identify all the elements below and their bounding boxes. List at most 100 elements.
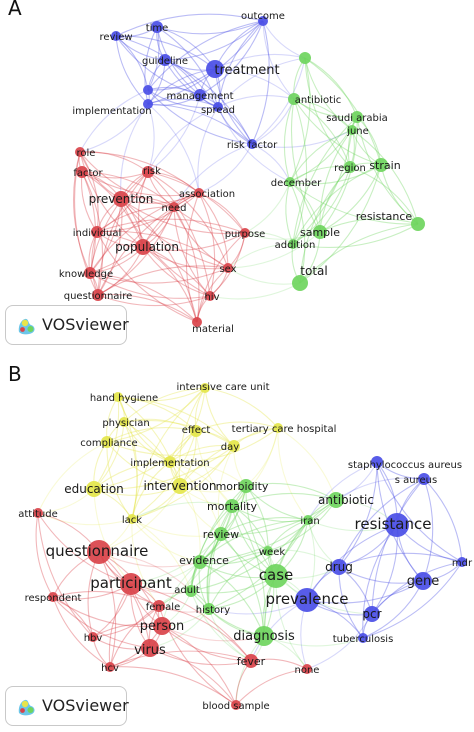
node-bubble[interactable] [385, 513, 409, 537]
node-bubble[interactable] [101, 436, 113, 448]
node-bubble[interactable] [302, 664, 312, 674]
node-bubble[interactable] [190, 425, 202, 437]
node-bubble[interactable] [214, 527, 228, 541]
node-bubble[interactable] [75, 147, 85, 157]
node-bubble[interactable] [288, 93, 300, 105]
node-bubble[interactable] [92, 289, 104, 301]
node-bubble[interactable] [76, 166, 88, 178]
node-bubble[interactable] [113, 191, 129, 207]
node-bubble[interactable] [247, 139, 257, 149]
vosviewer-badge[interactable]: VOSviewer [5, 305, 129, 345]
node-bubble[interactable] [285, 177, 295, 187]
node-bubble[interactable] [295, 588, 319, 612]
node-bubble[interactable] [141, 639, 159, 657]
node-bubble[interactable] [347, 125, 357, 135]
node-bubble[interactable] [120, 573, 142, 595]
edge-link [319, 129, 353, 233]
node-bubble[interactable] [111, 31, 121, 41]
edge-link [131, 445, 235, 520]
node-bubble[interactable] [457, 557, 467, 567]
node-bubble[interactable] [169, 202, 179, 212]
node-bubble[interactable] [411, 217, 425, 231]
node-bubble[interactable] [240, 228, 250, 238]
node-bubble[interactable] [264, 564, 288, 588]
node-bubble[interactable] [192, 317, 202, 327]
node-bubble[interactable] [371, 456, 383, 468]
node-label: saudi arabia [326, 113, 388, 124]
node-bubble[interactable] [292, 275, 308, 291]
node-bubble[interactable] [87, 540, 111, 564]
node-bubble[interactable] [313, 225, 327, 239]
node-bubble[interactable] [228, 440, 240, 452]
node-bubble[interactable] [91, 226, 103, 238]
node-bubble[interactable] [418, 473, 430, 485]
node-bubble[interactable] [153, 600, 165, 612]
edge-link [120, 198, 198, 323]
edge-link [97, 192, 200, 296]
node-bubble[interactable] [331, 559, 347, 575]
node-bubble[interactable] [203, 603, 215, 615]
node-bubble[interactable] [194, 89, 206, 101]
node-bubble[interactable] [358, 633, 368, 643]
edge-link [267, 499, 337, 552]
node-bubble[interactable] [151, 21, 163, 33]
node-bubble[interactable] [223, 263, 233, 273]
node-bubble[interactable] [328, 492, 344, 508]
node-bubble[interactable] [143, 99, 153, 109]
node-bubble[interactable] [84, 267, 96, 279]
edge-link [190, 519, 309, 592]
node-bubble[interactable] [231, 700, 241, 710]
node-bubble[interactable] [127, 514, 137, 524]
edge-link [190, 550, 269, 592]
edge-link [251, 20, 270, 145]
node-label: attitude [18, 509, 58, 520]
node-bubble[interactable] [159, 54, 171, 66]
node-bubble[interactable] [254, 626, 274, 646]
node-bubble[interactable] [143, 85, 153, 95]
node-bubble[interactable] [142, 166, 154, 178]
edge-link [217, 57, 306, 108]
vosviewer-badge[interactable]: VOSviewer [5, 686, 129, 726]
node-bubble[interactable] [185, 585, 197, 597]
node-bubble[interactable] [135, 239, 151, 255]
node-bubble[interactable] [239, 479, 253, 493]
node-bubble[interactable] [205, 291, 215, 301]
node-bubble[interactable] [105, 662, 115, 672]
node-bubble[interactable] [374, 158, 388, 172]
network-map-a[interactable]: timeoutcomereviewguidelinetreatmentmanag… [0, 0, 474, 366]
edge-link [293, 98, 358, 118]
node-label: review [203, 528, 239, 541]
node-bubble[interactable] [164, 456, 176, 468]
node-bubble[interactable] [288, 239, 298, 249]
node-bubble[interactable] [244, 654, 258, 668]
edge-link [123, 419, 235, 447]
node-bubble[interactable] [344, 161, 356, 173]
node-bubble[interactable] [119, 417, 129, 427]
node-bubble[interactable] [194, 188, 204, 198]
node-bubble[interactable] [113, 392, 123, 402]
node-bubble[interactable] [33, 508, 43, 518]
edge-link [338, 461, 378, 568]
node-bubble[interactable] [351, 111, 363, 123]
node-bubble[interactable] [303, 515, 313, 525]
node-bubble[interactable] [172, 478, 188, 494]
node-bubble[interactable] [88, 632, 98, 642]
node-bubble[interactable] [263, 546, 273, 556]
node-bubble[interactable] [225, 499, 239, 513]
node-bubble[interactable] [200, 383, 210, 393]
node-bubble[interactable] [273, 423, 283, 433]
node-label: adult [174, 585, 200, 596]
node-bubble[interactable] [414, 572, 432, 590]
node-bubble[interactable] [364, 606, 380, 622]
node-bubble[interactable] [206, 60, 224, 78]
node-bubble[interactable] [213, 102, 223, 112]
node-bubble[interactable] [48, 592, 58, 602]
node-bubble[interactable] [258, 16, 268, 26]
edge-link [199, 499, 337, 563]
node-bubble[interactable] [153, 617, 171, 635]
node-bubble[interactable] [299, 52, 311, 64]
edge-link [292, 166, 351, 245]
node-bubble[interactable] [86, 481, 102, 497]
node-bubble[interactable] [193, 555, 207, 569]
